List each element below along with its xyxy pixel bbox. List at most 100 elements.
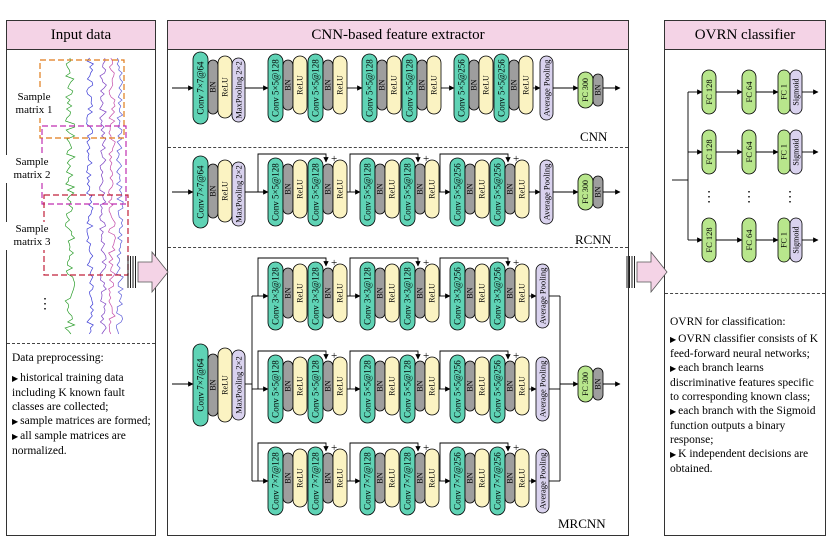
mrcnn-r2-block3-a-relu: ReLU <box>474 356 490 416</box>
mrcnn-r2-block3-b-relu: ReLU <box>514 356 530 416</box>
cnn-maxpool-label: MaxPooling 2×2 <box>234 61 244 118</box>
ovrn-branch-1-fc64-label: FC 64 <box>744 81 754 103</box>
rcnn-block3-b-conv-label: Conv 5×5@256 <box>493 163 503 221</box>
cnn-fc300-label: FC 300 <box>581 78 590 102</box>
signal-trace <box>99 57 107 335</box>
mrcnn-r2-block2-a-bn: BN <box>374 360 386 412</box>
signal-trace <box>115 57 124 335</box>
mrcnn-r3-block3-b-relu: ReLU <box>514 448 530 508</box>
mrcnn-r3-block1-b-conv-label: Conv 7×7@128 <box>311 452 321 510</box>
mrcnn-r2-block1-b-bn: BN <box>322 360 334 412</box>
cnn-block3-b-bn-label: BN <box>510 79 519 90</box>
rcnn-bn0: BN <box>207 163 219 219</box>
cnn-block3-b-bn: BN <box>508 59 520 111</box>
mrcnn-r2-block3-a-relu-label: ReLU <box>478 376 487 396</box>
cnn-block1-a-conv-label: Conv 5×5@128 <box>271 59 281 117</box>
mrcnn-r3-block2-b-bn-label: BN <box>416 472 425 483</box>
mrcnn-r3-block1-b-bn-label: BN <box>324 472 333 483</box>
bullet-icon: ▶ <box>12 374 19 383</box>
ovrn-vdots-3: ⋮ <box>783 190 797 205</box>
rcnn-conv7-label: Conv 7×7@64 <box>196 165 206 219</box>
mrcnn-r3-block1-a-relu-label: ReLU <box>296 468 305 488</box>
mrcnn-r2-block3-b-bn: BN <box>504 360 516 412</box>
mrcnn-r1-block2-a-bn: BN <box>374 267 386 319</box>
rcnn-block2-b-relu-label: ReLU <box>428 179 437 199</box>
mrcnn-maxpool: MaxPooling 2×2 <box>231 349 246 421</box>
mrcnn-r2-block1-a-bn: BN <box>282 360 294 412</box>
rcnn-block2-a-relu: ReLU <box>384 159 400 219</box>
cnn-block1-a-relu-shape <box>292 55 308 115</box>
cnn-bn0-label: BN <box>209 81 218 92</box>
rcnn-maxpool-shape <box>231 161 246 227</box>
cnn-block2-a-bn: BN <box>376 59 388 111</box>
mrcnn-r3-block2-a-bn: BN <box>374 452 386 504</box>
rcnn-block1-b-relu: ReLU <box>332 159 348 219</box>
mrcnn-r2-block1-a-relu: ReLU <box>292 356 308 416</box>
mrcnn-r2-block3-b-conv: Conv 5×5@256 <box>489 354 506 424</box>
mrcnn-r3-block2-b-bn: BN <box>414 452 426 504</box>
ovrn-branch-1-fc128-label: FC 128 <box>704 79 714 104</box>
mrcnn-r1-avgpool: Average Pooling <box>535 263 550 329</box>
rcnn-block2-a-bn: BN <box>374 163 386 215</box>
mrcnn-r1-block3-a-conv: Conv 3×3@256 <box>449 261 466 331</box>
rcnn-block1-b-conv: Conv 5×5@128 <box>307 157 324 227</box>
mrcnn-r1-avgpool-label: Average Pooling <box>538 267 548 324</box>
cnn-block2-a-relu-shape <box>386 55 402 115</box>
mrcnn-fc300-label: FC 300 <box>581 372 590 396</box>
rcnn-block3-a-conv-label: Conv 5×5@256 <box>453 163 463 221</box>
bullet-icon: ▶ <box>670 407 677 416</box>
mrcnn-r3-block1-b-relu-shape <box>332 448 348 508</box>
ovrn-branch-3-sigmoid: Sigmoid <box>789 217 803 263</box>
mrcnn-r2-block2-a-conv-label: Conv 5×5@128 <box>363 360 373 418</box>
mrcnn-r1-skip-3 <box>439 257 511 296</box>
cnn-block2-b-relu: ReLU <box>426 55 442 115</box>
rcnn-relu0: ReLU <box>217 159 233 223</box>
rcnn-block3-a-conv: Conv 5×5@256 <box>449 157 466 227</box>
preprocess-bullet-1: ▶historical training data including K kn… <box>12 372 125 413</box>
ovrn-branch-2-fc1: FC 1 <box>777 129 791 175</box>
mrcnn-r2-block2-b-bn-label: BN <box>416 380 425 391</box>
rcnn-relu0-label: ReLU <box>221 181 230 201</box>
mrcnn-r3-avgpool: Average Pooling <box>535 448 550 514</box>
mrcnn-r2-skip-3 <box>439 350 511 389</box>
mrcnn-r3-block1-a-bn: BN <box>282 452 294 504</box>
rcnn-block2-b-conv: Conv 5×5@128 <box>399 157 416 227</box>
rcnn-block2-b-bn: BN <box>414 163 426 215</box>
cnn-maxpool: MaxPooling 2×2 <box>231 57 246 123</box>
rcnn-block2-a-relu-label: ReLU <box>388 179 397 199</box>
mrcnn-r2-plus-3: + <box>513 350 519 362</box>
cnn-block3-a-conv: Conv 5×5@256 <box>453 53 470 123</box>
cnn-relu0-label: ReLU <box>221 77 230 97</box>
rcnn-avgpool: Average Pooling <box>539 159 554 225</box>
rcnn-block3-a-bn-label: BN <box>466 183 475 194</box>
mrcnn-r1-block3-a-bn: BN <box>464 267 476 319</box>
mrcnn-r3-plus-3: + <box>513 442 519 454</box>
mrcnn-r2-block2-a-conv: Conv 5×5@128 <box>359 354 376 424</box>
rcnn-block1-a-bn: BN <box>282 163 294 215</box>
cnn-block2-a-conv-label: Conv 5×5@128 <box>365 59 375 117</box>
rcnn-block2-b-relu-shape <box>424 159 440 219</box>
mrcnn-r3-block2-b-relu-label: ReLU <box>428 468 437 488</box>
cnn-block2-a-relu-label: ReLU <box>390 75 399 95</box>
preprocess-bullet-2: ▶sample matrices are formed; <box>12 415 151 427</box>
rcnn-block2-a-bn-label: BN <box>376 183 385 194</box>
mrcnn-r2-block3-a-bn: BN <box>464 360 476 412</box>
mrcnn-r3-block2-a-relu-shape <box>384 448 400 508</box>
rcnn-block3-a-relu-shape <box>474 159 490 219</box>
ovrn-bullet-1: ▶OVRN classifier consists of K feed-forw… <box>670 333 819 360</box>
cnn-fc-bn: BN <box>592 73 604 107</box>
mrcnn-r1-plus-3: + <box>513 257 519 269</box>
ovrn-branch-2-fc128-label: FC 128 <box>704 139 714 164</box>
mrcnn-r2-skip-1 <box>257 350 329 389</box>
cnn-block1-a-relu-label: ReLU <box>296 75 305 95</box>
rcnn-block1-b-conv-label: Conv 5×5@128 <box>311 163 321 221</box>
cnn-fc-bn-shape <box>592 73 604 107</box>
cnn-block1-b-conv-label: Conv 5×5@128 <box>311 59 321 117</box>
mrcnn-r2-block3-a-bn-label: BN <box>466 380 475 391</box>
rcnn-skip-1 <box>257 153 329 192</box>
mrcnn-conv7: Conv 7×7@64 <box>192 343 209 427</box>
cnn-avgpool: Average Pooling <box>539 55 554 121</box>
mrcnn-r1-block3-b-bn: BN <box>504 267 516 319</box>
preprocess-title: Data preprocessing: <box>12 352 104 364</box>
mrcnn-r1-block1-a-bn-label: BN <box>284 287 293 298</box>
